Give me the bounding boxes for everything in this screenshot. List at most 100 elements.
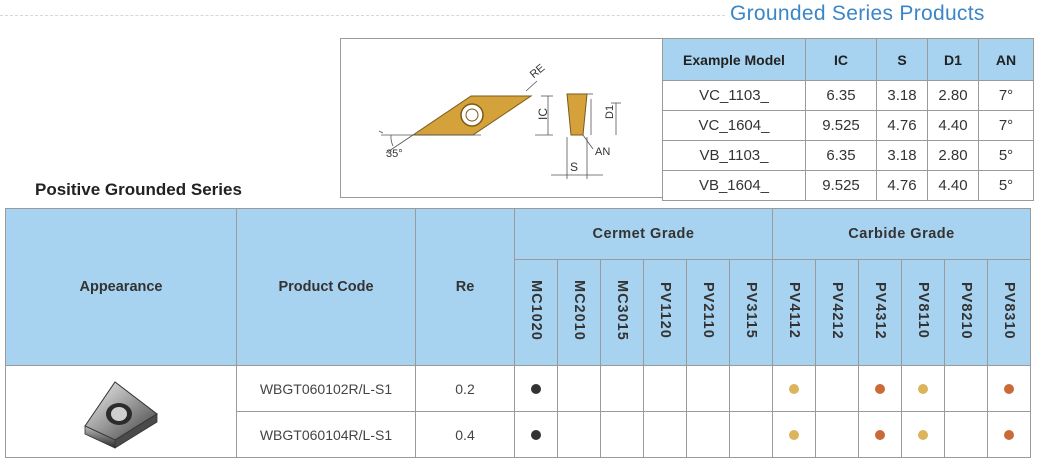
- insert-hole: [460, 103, 484, 127]
- s-cell: 3.18: [876, 140, 928, 171]
- grade-header-pv2110: PV2110: [686, 259, 730, 366]
- grade-header-pv8310: PV8310: [987, 259, 1031, 366]
- page-title: Grounded Series Products: [730, 2, 985, 25]
- d1-cell: 4.40: [927, 110, 979, 141]
- table-row: WBGT060102R/L-S1 0.2: [5, 365, 1031, 458]
- grade-mark-cell: [944, 365, 988, 412]
- an-label: AN: [595, 146, 610, 158]
- ic-cell: 6.35: [805, 140, 877, 171]
- trigon-insert-image: [84, 380, 158, 449]
- insert-diagram: 35° RE IC D1 AN S: [340, 38, 662, 198]
- header-s: S: [876, 38, 928, 81]
- availability-dot-copper: [875, 429, 885, 440]
- grade-mark-cell: [987, 365, 1031, 412]
- ic-label: IC: [536, 108, 550, 120]
- grade-header-pv1120: PV1120: [643, 259, 687, 366]
- d1-cell: 4.40: [927, 170, 979, 201]
- re-cell: 0.2: [415, 365, 515, 412]
- grade-mark-cell: [901, 411, 945, 458]
- main-header-row-1: Appearance Product Code Re Cermet Grade …: [5, 208, 1031, 366]
- availability-dot-gold: [918, 383, 928, 394]
- model-cell: VB_1604_: [662, 170, 806, 201]
- angle-label: 35°: [386, 148, 403, 160]
- d1-cell: 2.80: [927, 140, 979, 171]
- grade-mark-cell: [772, 365, 816, 412]
- header-cermet-grade: Cermet Grade: [514, 208, 773, 260]
- top-divider: [0, 15, 725, 16]
- availability-dot-black: [531, 383, 541, 394]
- table-row: VC_1604_ 9.525 4.76 4.40 7°: [662, 110, 1034, 141]
- model-cell: VC_1604_: [662, 110, 806, 141]
- grade-mark-cell: [729, 411, 773, 458]
- grade-mark-cell: [600, 365, 644, 412]
- availability-dot-gold: [918, 429, 928, 440]
- s-label: S: [570, 160, 578, 174]
- grade-header-pv4112: PV4112: [772, 259, 816, 366]
- main-header-row-2: MC1020 MC2010 MC3015 PV1120 PV2110 PV311…: [6, 259, 1031, 366]
- header-ic: IC: [805, 38, 877, 81]
- product-code-cell: WBGT060104R/L-S1: [236, 411, 416, 458]
- grade-mark-cell: [815, 411, 859, 458]
- model-cell: VC_1103_: [662, 80, 806, 111]
- grade-mark-cell: [987, 411, 1031, 458]
- grade-header-pv4312: PV4312: [858, 259, 902, 366]
- grade-mark-cell: [944, 411, 988, 458]
- availability-dot-gold: [789, 429, 799, 440]
- grade-header-mc3015: MC3015: [600, 259, 644, 366]
- grade-mark-cell: [858, 411, 902, 458]
- grade-mark-cell: [772, 411, 816, 458]
- availability-dot-copper: [1004, 383, 1014, 394]
- model-cell: VB_1103_: [662, 140, 806, 171]
- an-cell: 5°: [978, 140, 1034, 171]
- re-label: RE: [528, 62, 547, 81]
- grade-mark-cell: [600, 411, 644, 458]
- example-model-table: Example Model IC S D1 AN VC_1103_ 6.35 3…: [662, 38, 1034, 201]
- appearance-cell: [5, 365, 237, 458]
- s-cell: 4.76: [876, 110, 928, 141]
- grade-mark-cell: [858, 365, 902, 412]
- table-row: VC_1103_ 6.35 3.18 2.80 7°: [662, 80, 1034, 111]
- table-row: VB_1604_ 9.525 4.76 4.40 5°: [662, 170, 1034, 201]
- grade-mark-cell: [643, 365, 687, 412]
- an-cell: 7°: [978, 110, 1034, 141]
- product-grade-table: Appearance Product Code Re Cermet Grade …: [5, 208, 1031, 458]
- table-row: VB_1103_ 6.35 3.18 2.80 5°: [662, 140, 1034, 171]
- grade-mark-cell: [557, 411, 601, 458]
- header-an: AN: [978, 38, 1034, 81]
- grade-mark-cell: [815, 365, 859, 412]
- an-cell: 5°: [978, 170, 1034, 201]
- header-carbide-grade: Carbide Grade: [772, 208, 1031, 260]
- section-title: Positive Grounded Series: [35, 180, 242, 199]
- grade-header-mc2010: MC2010: [557, 259, 601, 366]
- grade-mark-cell: [643, 411, 687, 458]
- availability-dot-gold: [789, 383, 799, 394]
- re-cell: 0.4: [415, 411, 515, 458]
- s-cell: 3.18: [876, 80, 928, 111]
- grade-mark-cell: [514, 365, 558, 412]
- insert-side-view: [566, 93, 588, 136]
- grade-header-mc1020: MC1020: [514, 259, 558, 366]
- grade-header-pv4212: PV4212: [815, 259, 859, 366]
- ic-cell: 9.525: [805, 170, 877, 201]
- availability-dot-copper: [1004, 429, 1014, 440]
- header-d1: D1: [927, 38, 979, 81]
- grade-mark-cell: [729, 365, 773, 412]
- grade-mark-cell: [686, 365, 730, 412]
- grade-header-pv8210: PV8210: [944, 259, 988, 366]
- product-code-cell: WBGT060102R/L-S1: [236, 365, 416, 412]
- grade-header-pv3115: PV3115: [729, 259, 773, 366]
- ic-cell: 9.525: [805, 110, 877, 141]
- table-row: WBGT060104R/L-S1 0.4: [6, 411, 1031, 458]
- availability-dot-black: [531, 429, 541, 440]
- example-table-header-row: Example Model IC S D1 AN: [662, 38, 1034, 81]
- grade-mark-cell: [557, 365, 601, 412]
- s-cell: 4.76: [876, 170, 928, 201]
- grade-mark-cell: [686, 411, 730, 458]
- ic-cell: 6.35: [805, 80, 877, 111]
- header-product-code: Product Code: [236, 208, 416, 366]
- header-example-model: Example Model: [662, 38, 806, 81]
- header-re: Re: [415, 208, 515, 366]
- availability-dot-copper: [875, 383, 885, 394]
- d1-cell: 2.80: [927, 80, 979, 111]
- d1-label: D1: [604, 105, 616, 119]
